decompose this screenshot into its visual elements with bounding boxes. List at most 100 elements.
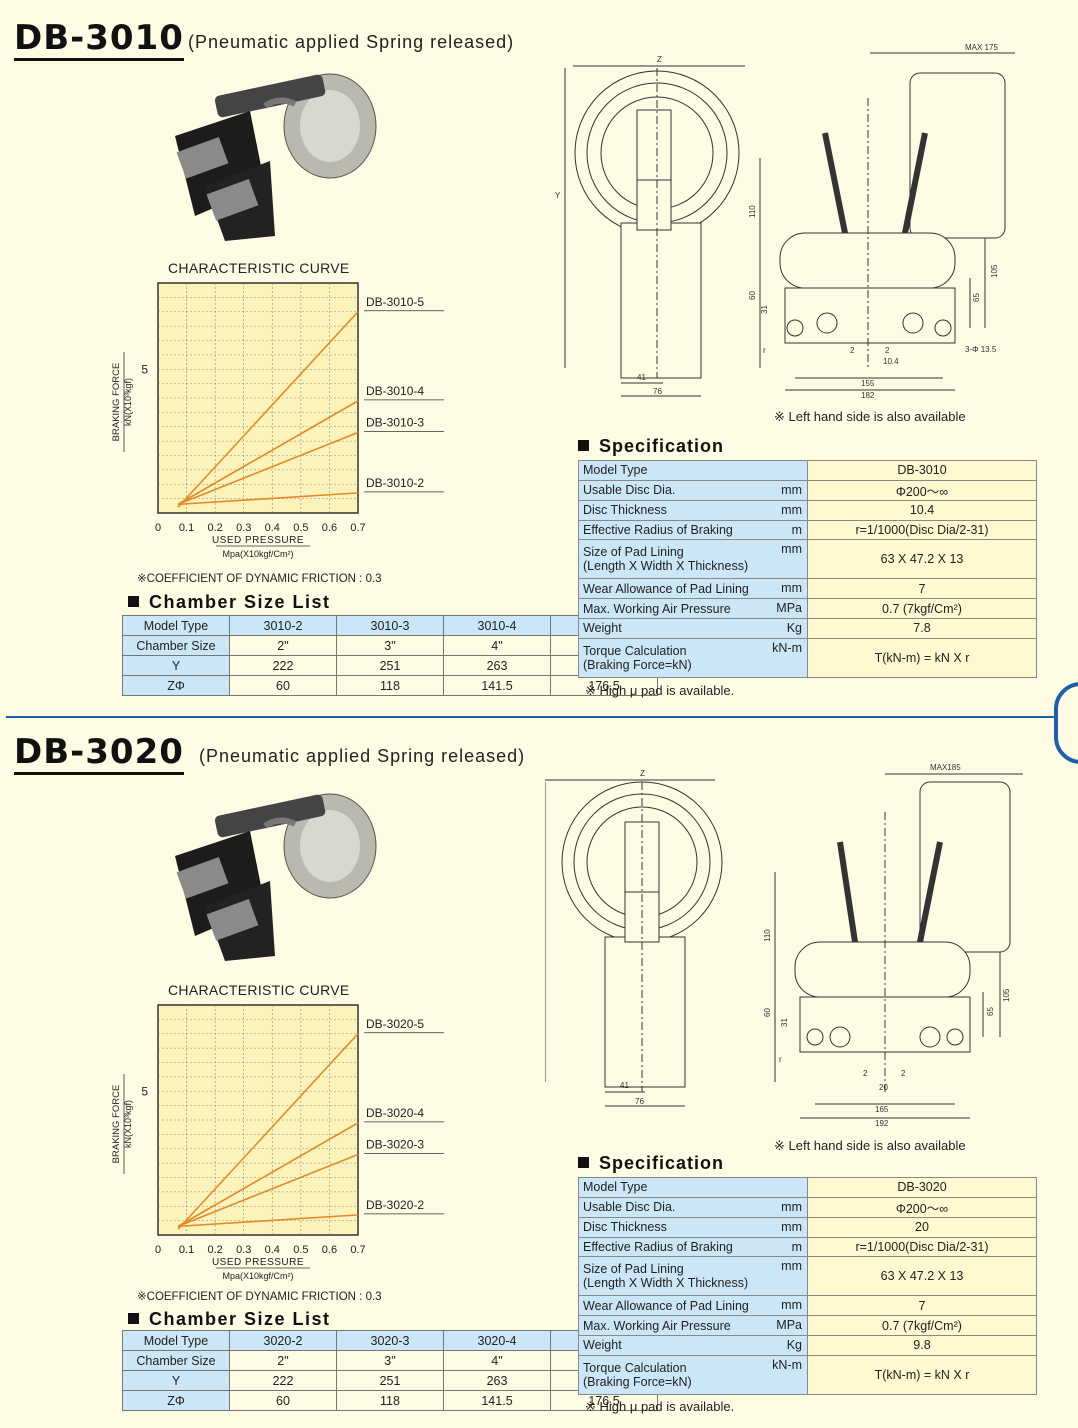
technical-drawing: MAX 175 Z Y 41 76 110 60 31 r 105 65 2 2… xyxy=(555,43,1015,400)
dim-label: 110 xyxy=(748,205,757,218)
table-cell: 3010-2 xyxy=(229,615,337,636)
y-axis-label: BRAKING FORCE xyxy=(111,363,122,442)
dim-label: Z xyxy=(657,55,662,64)
series-label: DB-3020-5 xyxy=(366,1017,424,1031)
table-cell: 222 xyxy=(229,655,337,676)
product-section-db3010: DB-3010 (Pneumatic applied Spring releas… xyxy=(14,20,1037,698)
spec-label: Usable Disc Dia.mm xyxy=(578,1196,808,1218)
spec-value: r=1/1000(Disc Dia/2-31) xyxy=(807,519,1037,541)
x-tick-label: 0.6 xyxy=(322,1244,337,1256)
dim-label: 155 xyxy=(861,379,875,388)
dim-label: 31 xyxy=(760,305,769,314)
availability-note: ※ Left hand side is also available xyxy=(774,409,966,424)
y-axis-unit: kN(X10³kgf) xyxy=(123,378,133,426)
series-line xyxy=(177,1214,359,1228)
x-tick-label: 0.1 xyxy=(179,1244,194,1256)
x-axis-unit: Mpa(X10kgf/Cm²) xyxy=(222,549,293,559)
x-tick-label: 0.2 xyxy=(207,1244,222,1256)
x-tick-label: 0 xyxy=(155,1244,161,1256)
spec-note: ※ High μ pad is available. xyxy=(585,683,735,698)
dim-label: 2 xyxy=(885,346,890,355)
series-label: DB-3010-4 xyxy=(366,384,424,398)
dim-label: 76 xyxy=(635,1097,644,1106)
table-row: ZΦ 60 118 141.5 176.5 xyxy=(122,1390,658,1411)
friction-note: ※COEFFICIENT OF DYNAMIC FRICTION : 0.3 xyxy=(137,573,382,585)
table-cell: Model Type xyxy=(122,1330,230,1351)
table-cell: 3010-4 xyxy=(443,615,551,636)
dim-label: 110 xyxy=(763,929,772,942)
dim-label: MAX 175 xyxy=(965,43,998,52)
series-line xyxy=(177,1122,359,1228)
friction-note: ※COEFFICIENT OF DYNAMIC FRICTION : 0.3 xyxy=(137,1291,382,1303)
dim-label: 2 xyxy=(850,346,855,355)
spec-label: Model Type xyxy=(578,460,808,481)
table-cell: 141.5 xyxy=(443,1390,551,1411)
table-row: Y 222 251 263 280 xyxy=(122,655,658,676)
table-cell: 4" xyxy=(443,635,551,656)
dim-label: 60 xyxy=(763,1008,772,1017)
model-subtitle: (Pneumatic applied Spring released) xyxy=(199,746,526,766)
y-axis-unit: kN(X10³kgf) xyxy=(123,1100,133,1148)
spec-value: 9.8 xyxy=(807,1334,1037,1356)
series-label: DB-3020-3 xyxy=(366,1138,424,1152)
spec-label: Size of Pad Lining(Length X Width X Thic… xyxy=(578,539,808,580)
series-line xyxy=(177,431,359,506)
spec-value: Φ200～∞ xyxy=(807,1196,1037,1218)
dim-label: 165 xyxy=(875,1105,889,1114)
y-tick-label: 5 xyxy=(141,1084,148,1098)
chart-title: CHARACTERISTIC CURVE xyxy=(168,260,350,276)
dim-label: 65 xyxy=(986,1007,995,1016)
product-section-db3020: DB-3020 (Pneumatic applied Spring releas… xyxy=(0,714,1078,1428)
spec-value: T(kN-m) = kN X r xyxy=(807,1354,1037,1395)
series-label: DB-3020-4 xyxy=(366,1106,424,1120)
spec-value: Φ200～∞ xyxy=(807,479,1037,501)
table-cell: ZΦ xyxy=(122,675,230,696)
dim-label: 41 xyxy=(620,1081,629,1090)
x-tick-label: 0.2 xyxy=(207,522,222,534)
table-row: Torque Calculation(Braking Force=kN)kN-m… xyxy=(578,637,1037,678)
dim-label: 105 xyxy=(990,264,999,278)
dim-label: Z xyxy=(640,769,645,778)
table-cell: 118 xyxy=(336,1390,444,1411)
table-cell: 263 xyxy=(443,1370,551,1391)
table-cell: 3020-4 xyxy=(443,1330,551,1351)
spec-value: 10.4 xyxy=(807,499,1037,521)
product-photo xyxy=(175,73,377,241)
y-axis-label: BRAKING FORCE xyxy=(111,1085,122,1164)
dim-label: 3-Φ 13.5 xyxy=(965,345,997,354)
table-cell: Chamber Size xyxy=(122,1350,230,1371)
table-cell: 141.5 xyxy=(443,675,551,696)
series-line xyxy=(177,492,359,506)
spec-value: 7 xyxy=(807,578,1037,600)
table-cell: 176.5 xyxy=(550,1390,658,1411)
table-cell: Chamber Size xyxy=(122,635,230,656)
series-line xyxy=(177,1033,359,1230)
x-tick-label: 0.5 xyxy=(293,1244,308,1256)
table-cell: 263 xyxy=(443,655,551,676)
dim-label: 76 xyxy=(653,387,662,396)
spec-value: 63 X 47.2 X 13 xyxy=(807,1256,1037,1297)
series-line xyxy=(177,1153,359,1228)
specification-heading: Specification xyxy=(578,1153,724,1174)
product-photo xyxy=(175,793,377,961)
x-axis-label: USED PRESSURE xyxy=(212,1257,304,1268)
series-label: DB-3010-2 xyxy=(366,476,424,490)
series-label: DB-3010-3 xyxy=(366,416,424,430)
spec-value: 20 xyxy=(807,1216,1037,1238)
